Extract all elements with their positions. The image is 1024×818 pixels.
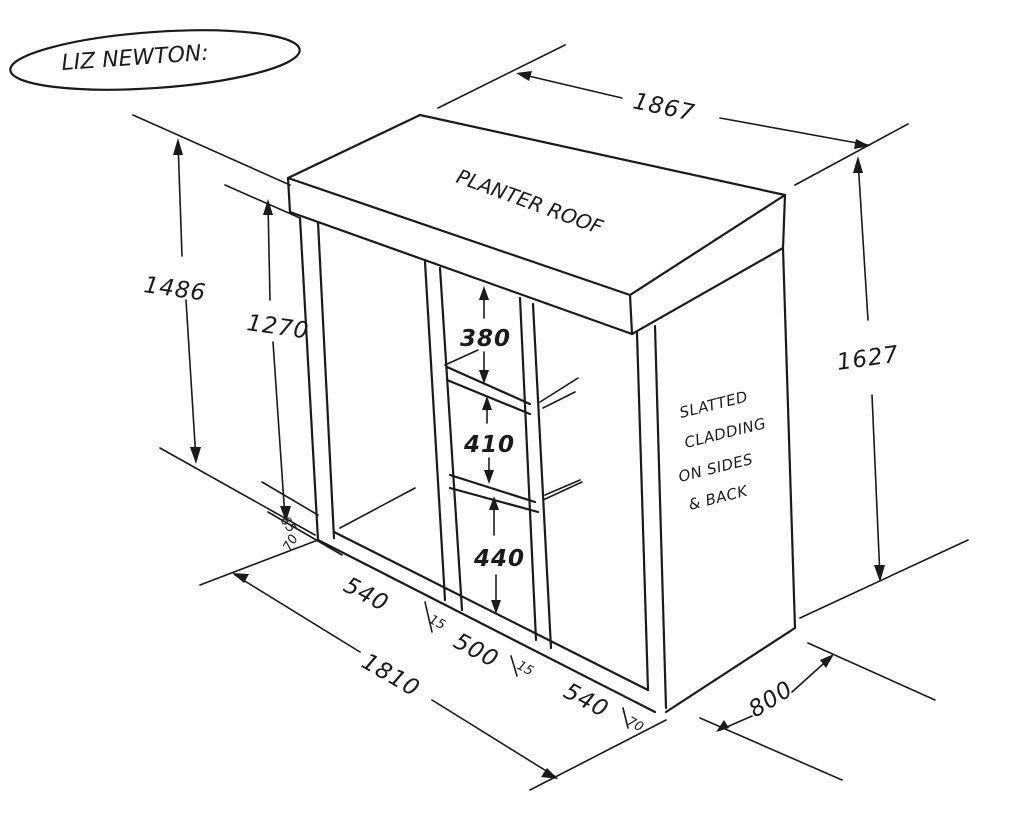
cladding-note-line-1: SLATTED bbox=[678, 388, 750, 422]
top-width-dimension bbox=[437, 44, 909, 186]
author-label: LIZ NEWTON: bbox=[61, 41, 210, 76]
dim-bay-center: 500 bbox=[449, 628, 503, 673]
depth-dimension bbox=[699, 642, 936, 781]
dim-shelf-middle: 410 bbox=[463, 432, 515, 458]
left-height-dimension bbox=[132, 114, 316, 536]
dim-overall-height-right: 1627 bbox=[835, 341, 901, 375]
dim-post-right: 70 bbox=[624, 714, 646, 735]
dim-post-inner-left: 15 bbox=[426, 612, 448, 633]
dim-bay-right: 540 bbox=[559, 678, 613, 723]
dim-overall-height-left: 1486 bbox=[142, 272, 208, 306]
right-height-dimension bbox=[799, 156, 969, 619]
cladding-note: SLATTED CLADDING ON SIDES & BACK bbox=[677, 388, 768, 514]
bottom-segment-dimensions bbox=[267, 511, 629, 729]
dim-post-inner-right: 15 bbox=[514, 658, 536, 679]
shelf-dimensions bbox=[479, 286, 501, 614]
dim-bay-left: 540 bbox=[339, 572, 393, 617]
cladding-note-line-4: & BACK bbox=[687, 482, 751, 514]
author-label-ellipse bbox=[9, 29, 301, 91]
shed-body bbox=[298, 216, 797, 714]
dim-shelf-bottom: 440 bbox=[473, 546, 525, 572]
roof bbox=[286, 113, 787, 336]
dim-inner-height: 1270 bbox=[245, 310, 311, 344]
dim-overall-width: 1810 bbox=[357, 649, 424, 703]
roof-label: PLANTER ROOF bbox=[453, 164, 606, 239]
inner-height-dimension bbox=[224, 184, 319, 522]
cladding-note-line-3: ON SIDES bbox=[677, 450, 755, 486]
dim-shelf-top: 380 bbox=[460, 326, 511, 352]
dim-top-width: 1867 bbox=[631, 88, 698, 126]
overall-width-dimension bbox=[199, 539, 667, 791]
cladding-note-line-2: CLADDING bbox=[683, 414, 768, 452]
